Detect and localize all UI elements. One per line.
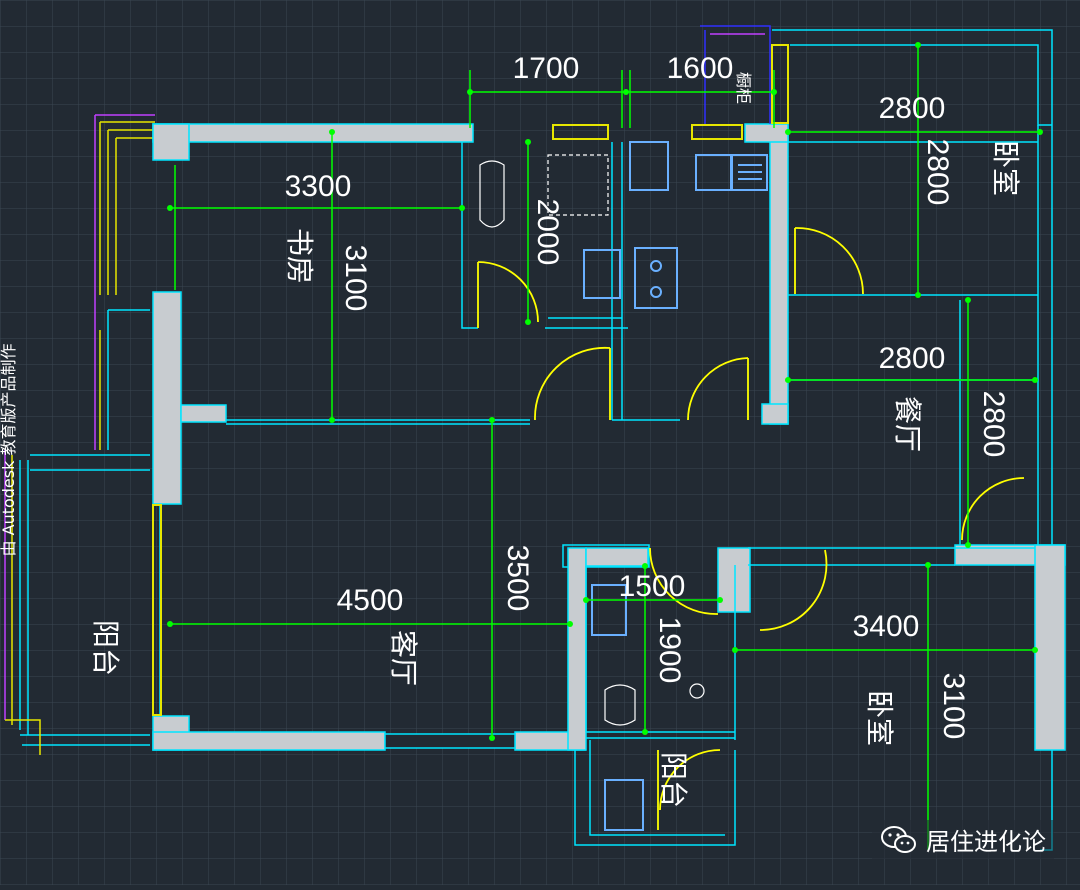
washbasin-symbol — [583, 249, 621, 299]
watermark-text: 居住进化论 — [926, 828, 1046, 856]
room-dining: 餐厅 — [891, 396, 924, 452]
dim-1700: 1700 — [513, 52, 580, 85]
dimension-labels: 1700 1600 2800 2800 3300 3100 2000 2800 … — [285, 52, 1010, 739]
dim-4500: 4500 — [337, 584, 404, 617]
cyan-outlines — [20, 29, 1053, 851]
wechat-icon — [881, 825, 916, 853]
dim-1600: 1600 — [667, 52, 734, 85]
room-labels: 书房 卧室 餐厅 客厅 阳台 卧室 阳台 橱柜 — [89, 72, 1022, 808]
dimension-ticks — [167, 42, 1043, 741]
toilet-symbols — [479, 154, 705, 726]
room-study: 书房 — [283, 228, 316, 284]
dim-2000: 2000 — [531, 199, 564, 266]
dim-1500: 1500 — [619, 570, 686, 603]
room-bedroom-1: 卧室 — [989, 140, 1022, 196]
dim-1900: 1900 — [653, 617, 686, 684]
left-railings — [4, 114, 155, 755]
dim-2800-vertical-1: 2800 — [921, 139, 954, 206]
dim-3100-b: 3100 — [937, 673, 970, 740]
room-living: 客厅 — [387, 630, 420, 686]
dim-3400: 3400 — [853, 610, 920, 643]
dim-3100-a: 3100 — [339, 245, 372, 312]
dim-2800-vertical-2: 2800 — [977, 391, 1010, 458]
room-balcony-left: 阳台 — [89, 620, 122, 676]
walls — [152, 123, 1066, 751]
autodesk-side-note: 由 Autodesk 教育版产品制作 — [0, 344, 18, 557]
room-balcony-small: 阳台 — [657, 752, 690, 808]
label-cabinet: 橱柜 — [734, 72, 753, 104]
dim-2800-mid: 2800 — [879, 342, 946, 375]
watermark: 居住进化论 — [872, 820, 1054, 859]
windows — [152, 44, 789, 716]
bath-sink-symbol — [591, 584, 627, 636]
dim-3500: 3500 — [501, 545, 534, 612]
washer-symbol — [604, 779, 644, 831]
doors — [477, 227, 1025, 830]
window-opening — [384, 733, 516, 749]
fridge-symbol — [629, 141, 669, 191]
dim-2800-top: 2800 — [879, 92, 946, 125]
dim-3300: 3300 — [285, 170, 352, 203]
fixtures — [583, 141, 768, 831]
sink-symbol — [634, 247, 678, 309]
dimension-lines — [170, 45, 1040, 850]
room-bedroom-2: 卧室 — [863, 690, 896, 746]
